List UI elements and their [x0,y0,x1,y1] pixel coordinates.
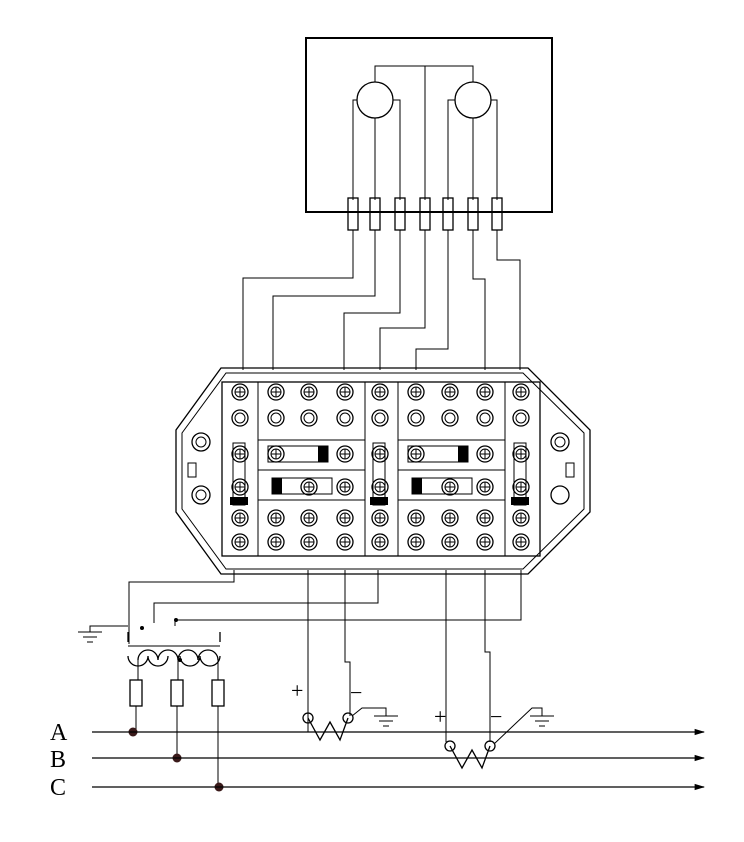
mounting-screw-left [191,432,211,452]
meter-coil-left [356,81,394,119]
terminal-screw [441,383,459,401]
right-slot [565,462,575,478]
terminal-screw [371,409,389,427]
terminal-screw [371,533,389,551]
terminal-screw [441,409,459,427]
meter-terminals [347,197,503,231]
meter-terminal-3 [394,197,406,231]
link-shorting-3 [511,497,529,505]
ct-b-minus: − [490,704,502,729]
terminal-screw [512,409,530,427]
current-transformer-b: + − [434,704,554,770]
terminal-screw [441,478,459,496]
meter-to-block-wires [242,230,521,370]
mounting-screw-right-lower [550,485,570,505]
terminal-screw [231,383,249,401]
phase-lines: A B C [50,720,706,801]
mounting-screw-right [550,432,570,452]
terminal-screw [476,409,494,427]
terminal-screw [371,509,389,527]
terminal-screw [231,533,249,551]
current-transformer-a: + − [291,678,398,742]
terminal-screw [267,409,285,427]
block-outer-frame [175,367,591,575]
terminal-screw [476,478,494,496]
fuse-a [129,679,143,707]
terminal-screw [512,478,530,496]
meter-terminal-1 [347,197,359,231]
terminal-screw [512,383,530,401]
block-to-field-wires [128,570,522,742]
slider-tab-4 [412,478,422,494]
terminal-screw [512,445,530,463]
terminal-screw [512,509,530,527]
terminal-screw [336,409,354,427]
terminal-block [175,367,591,575]
phase-label-b: B [50,747,66,773]
terminal-screw [300,533,318,551]
meter-terminal-7 [491,197,503,231]
terminal-screw [336,509,354,527]
phase-label-a: A [50,720,68,746]
terminal-screw [371,478,389,496]
ct-a-minus: − [350,680,362,705]
meter-terminal-2 [369,197,381,231]
terminal-screw [267,383,285,401]
terminal-screw [371,445,389,463]
terminal-screw [231,409,249,427]
terminal-screw [476,509,494,527]
meter-terminal-5 [442,197,454,231]
phase-label-c: C [50,775,66,801]
terminal-screw [231,509,249,527]
slider-tab-3 [458,446,468,462]
fuse-b [170,679,184,707]
meter-terminal-4 [419,197,431,231]
ct-b-plus: + [434,704,446,729]
terminal-screw [407,383,425,401]
terminal-screw [300,409,318,427]
terminal-screw [476,533,494,551]
slider-tab-1 [318,446,328,462]
voltage-transformer [78,618,221,667]
left-slot [187,462,197,478]
link-shorting-1 [230,497,248,505]
terminal-screw [300,478,318,496]
terminal-screw [407,533,425,551]
terminal-screw [476,445,494,463]
terminal-screw [267,533,285,551]
terminal-screw [231,478,249,496]
terminal-screw [300,383,318,401]
block-terminal-area [221,381,541,557]
terminal-screw [407,409,425,427]
terminal-screw [336,533,354,551]
terminal-screw [441,533,459,551]
meter-coil-right [454,81,492,119]
link-shorting-2 [370,497,388,505]
terminal-screw [371,383,389,401]
terminal-screw [231,445,249,463]
terminal-screw [267,509,285,527]
terminal-screw [476,383,494,401]
terminal-screw [336,478,354,496]
slider-tab-2 [272,478,282,494]
terminal-screw [300,509,318,527]
fuse-c [211,679,225,707]
ct-a-plus: + [291,678,303,703]
energy-meter [305,37,553,231]
meter-terminal-6 [467,197,479,231]
terminal-screw [441,509,459,527]
terminal-screw [336,383,354,401]
meter-enclosure [305,37,553,213]
fuses [128,660,225,792]
mounting-screw-left-lower [191,485,211,505]
terminal-screw [512,533,530,551]
terminal-screw [336,445,354,463]
terminal-screw [407,509,425,527]
